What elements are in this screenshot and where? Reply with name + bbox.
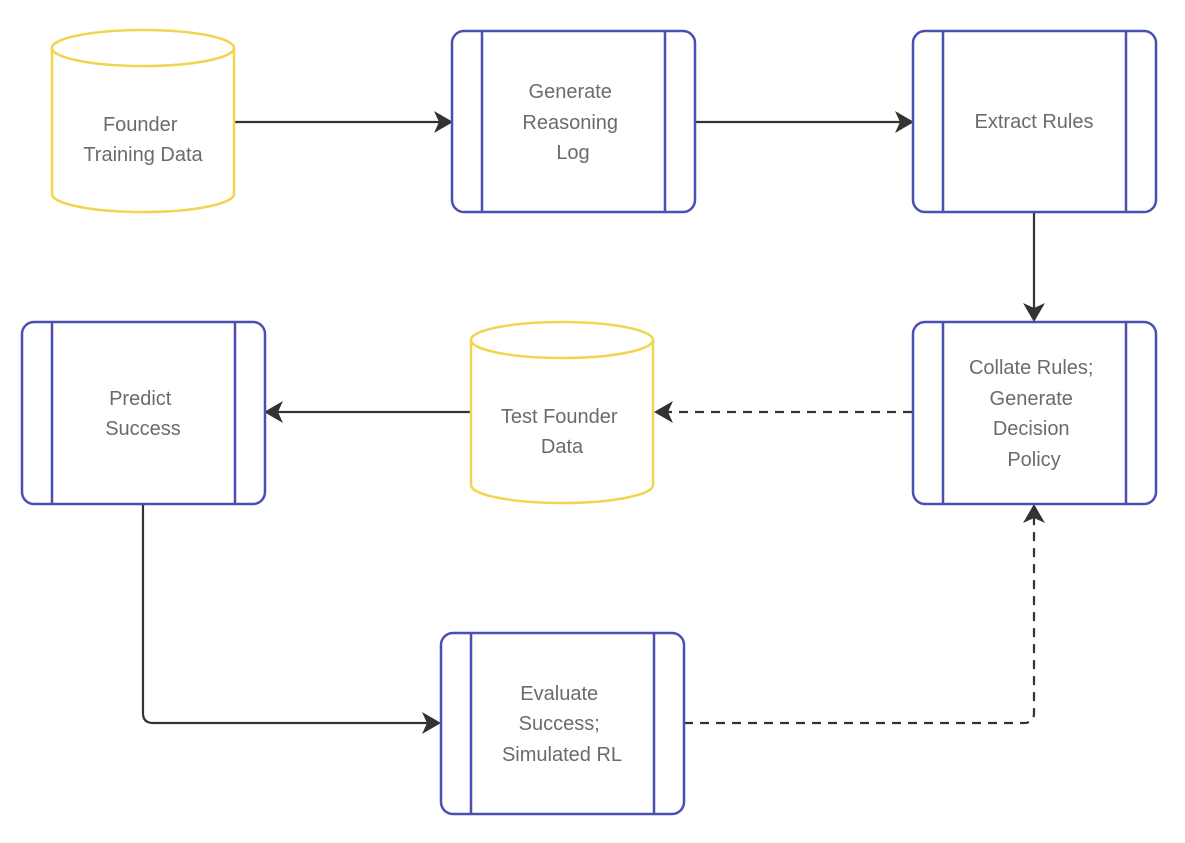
arrowhead-icon — [654, 401, 673, 423]
label-line: Predict — [109, 388, 172, 410]
label-line: Collate Rules; — [969, 357, 1094, 379]
process-box — [911, 29, 1158, 214]
database-top — [50, 28, 236, 68]
node-label: Predict Success — [105, 388, 181, 440]
process-box — [439, 631, 686, 816]
database-icon — [469, 340, 655, 505]
label-line: Reasoning — [522, 112, 618, 134]
process-box — [911, 320, 1158, 506]
arrowhead-icon — [264, 401, 283, 423]
label-line: Log — [556, 142, 589, 164]
arrowhead-icon — [422, 712, 441, 734]
label-line: Extract Rules — [975, 111, 1094, 133]
edge-evaluate-to-collate — [684, 516, 1036, 725]
arrowhead-icon — [1023, 303, 1045, 322]
process-box — [450, 29, 697, 214]
label-line: Generate — [990, 388, 1073, 410]
arrowhead-icon — [895, 111, 914, 133]
node-label: Extract Rules — [975, 111, 1094, 133]
label-line: Data — [541, 436, 584, 458]
node-label: Collate Rules; Generate Decision Policy — [969, 357, 1099, 471]
node-extract-rules[interactable]: Extract Rules — [911, 29, 1158, 214]
label-line: Success — [105, 418, 181, 440]
label-line: Test Founder — [501, 406, 618, 428]
arrowhead-icon — [434, 111, 453, 133]
node-label: Founder Training Data — [83, 114, 203, 166]
label-line: Policy — [1007, 449, 1060, 471]
edge-predict-to-evaluate — [141, 504, 429, 725]
edges — [141, 111, 1045, 734]
database-top — [469, 320, 655, 360]
node-generate-reasoning-log[interactable]: Generate Reasoning Log — [450, 29, 697, 214]
label-line: Success; — [519, 713, 600, 735]
database-icon — [50, 48, 236, 214]
label-line: Decision — [993, 418, 1070, 440]
arrowhead-icon — [1023, 504, 1045, 523]
label-line: Founder — [103, 114, 178, 136]
node-predict-success[interactable]: Predict Success — [20, 320, 267, 506]
label-line: Training Data — [83, 144, 203, 166]
node-label: Evaluate Success; Simulated RL — [502, 683, 622, 766]
node-label: Generate Reasoning Log — [522, 81, 623, 164]
node-collate-rules[interactable]: Collate Rules; Generate Decision Policy — [911, 320, 1158, 506]
label-line: Generate — [529, 81, 612, 103]
node-test-founder-data[interactable]: Test Founder Data — [469, 320, 655, 505]
label-line: Simulated RL — [502, 744, 622, 766]
process-box — [20, 320, 267, 506]
node-founder-training-data[interactable]: Founder Training Data — [50, 28, 236, 214]
node-evaluate-success[interactable]: Evaluate Success; Simulated RL — [439, 631, 686, 816]
label-line: Evaluate — [520, 683, 598, 705]
node-label: Test Founder Data — [501, 406, 623, 458]
